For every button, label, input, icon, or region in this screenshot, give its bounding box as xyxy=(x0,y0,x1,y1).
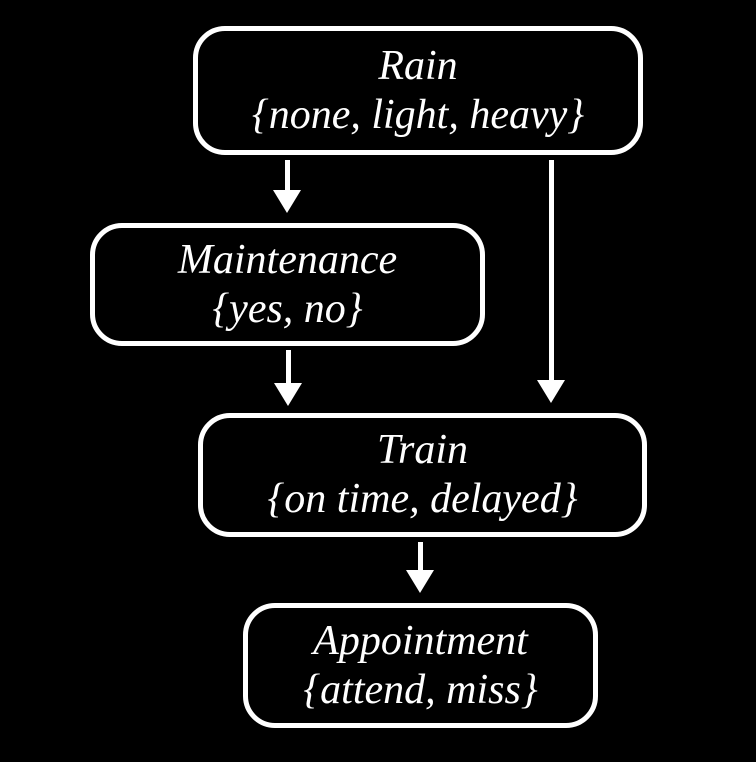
edge-train-to-appointment-arrowhead-icon xyxy=(406,570,434,593)
node-appointment-label: Appointment xyxy=(313,617,528,664)
edge-maintenance-to-train xyxy=(286,350,291,383)
node-appointment: Appointment {attend, miss} xyxy=(243,603,598,728)
node-train-label: Train xyxy=(376,427,469,474)
edge-rain-to-train-arrowhead-icon xyxy=(537,380,565,403)
node-maintenance: Maintenance {yes, no} xyxy=(90,223,485,346)
node-maintenance-label: Maintenance xyxy=(177,236,398,283)
edge-rain-to-train xyxy=(549,160,554,380)
edge-rain-to-maintenance-arrowhead-icon xyxy=(273,190,301,213)
node-rain-domain: {none, light, heavy} xyxy=(251,91,585,138)
edge-train-to-appointment xyxy=(418,542,423,570)
node-maintenance-domain: {yes, no} xyxy=(212,285,363,332)
node-train-domain: {on time, delayed} xyxy=(267,476,578,522)
edge-rain-to-maintenance xyxy=(285,160,290,191)
node-rain-label: Rain xyxy=(378,42,458,89)
node-train: Train {on time, delayed} xyxy=(198,413,647,537)
edge-maintenance-to-train-arrowhead-icon xyxy=(274,383,302,406)
node-rain: Rain {none, light, heavy} xyxy=(193,26,643,155)
node-appointment-domain: {attend, miss} xyxy=(303,666,538,713)
